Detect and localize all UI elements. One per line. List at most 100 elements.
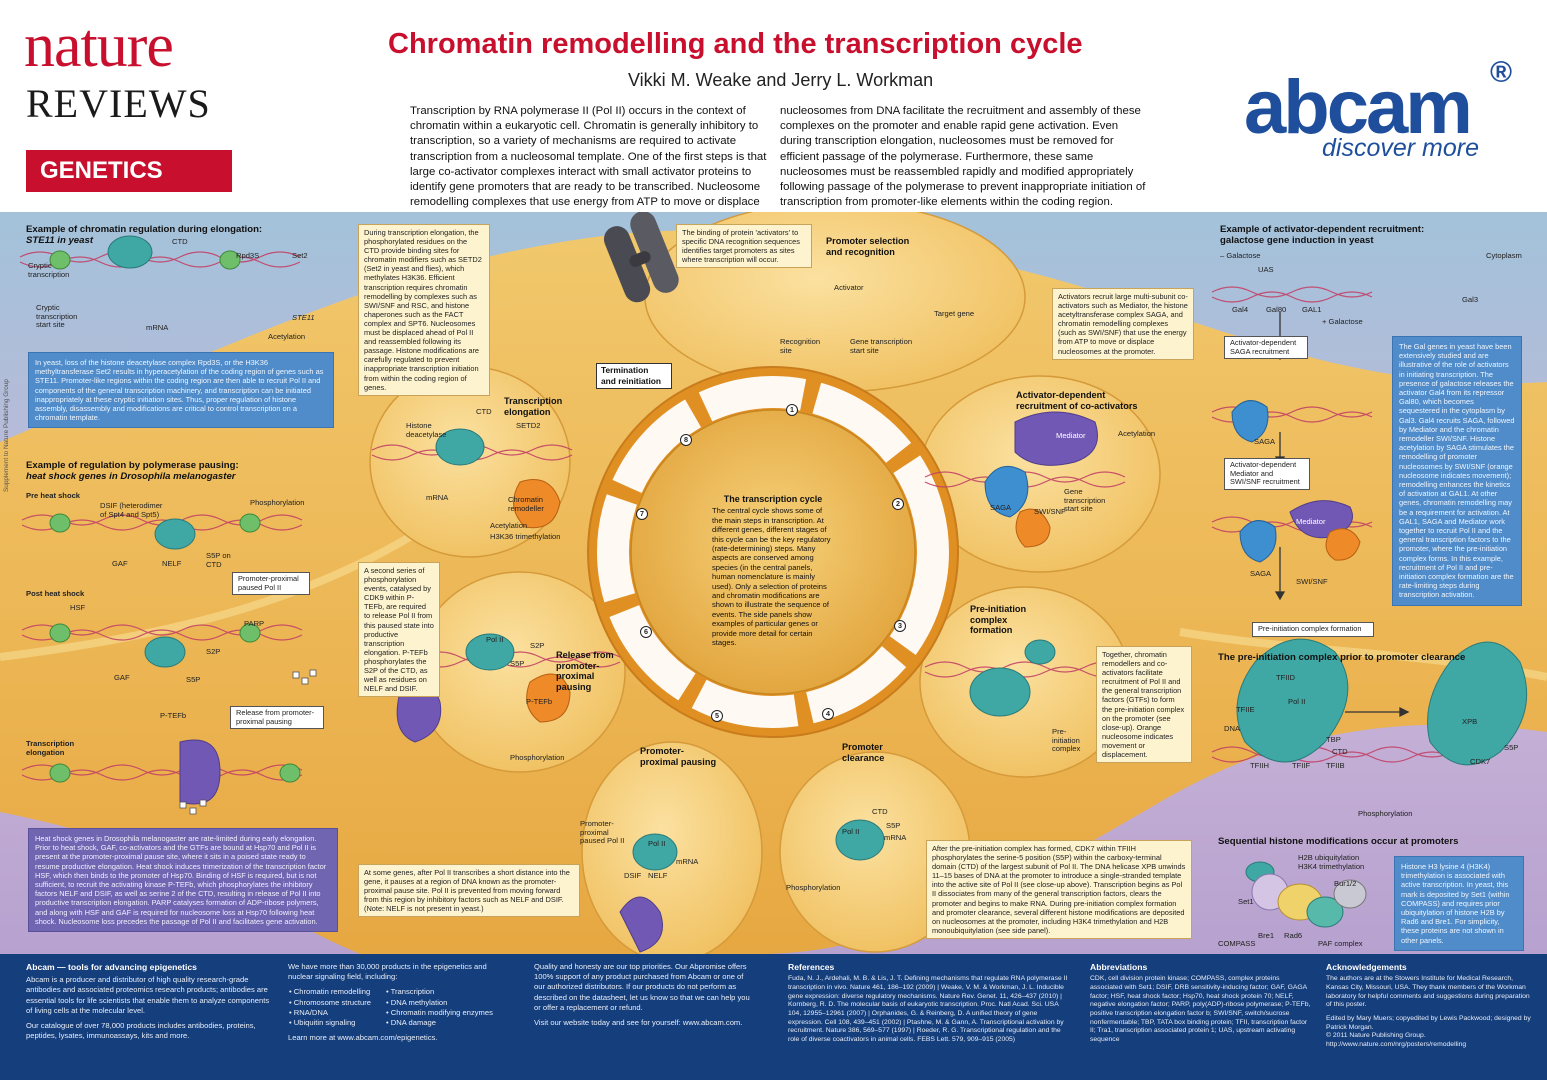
ar-label-mediator: Mediator bbox=[1056, 431, 1086, 440]
ste11-label-cryptic: Cryptic transcription bbox=[28, 261, 70, 279]
pp-label-paused: Promoter- proximal paused Pol II bbox=[580, 819, 625, 845]
genetics-badge: GENETICS bbox=[26, 150, 232, 192]
footer-poster-link[interactable]: http://www.nature.com/nrg/posters/remode… bbox=[1326, 1041, 1467, 1049]
reviews-logo: REVIEWS bbox=[26, 81, 211, 126]
heatshock-pre-label: Pre heat shock bbox=[26, 491, 81, 500]
gal-label-saga2: SAGA bbox=[1250, 569, 1272, 578]
footer-products: We have more than 30,000 products in the… bbox=[288, 962, 512, 1048]
gal-label-mediator: Mediator bbox=[1296, 517, 1326, 526]
activator-recruit-title: Activator-dependent recruitment of co-ac… bbox=[1016, 390, 1138, 411]
ste11-label-ctd: CTD bbox=[172, 237, 188, 246]
cl-label-mrna: mRNA bbox=[884, 833, 907, 842]
heatshock-panel-title: Example of regulation by polymerase paus… bbox=[26, 460, 239, 482]
elongation-title: Transcription elongation bbox=[504, 396, 563, 417]
poster-illustration: Supplement to Nature Publishing Group Ex… bbox=[0, 212, 1547, 954]
pp-label-pol2: Pol II bbox=[648, 839, 666, 848]
rl-label-ptefb: P-TEFb bbox=[526, 697, 553, 706]
el-label-hdac: Histone deacetylase bbox=[406, 421, 447, 439]
ste11-label-cryptic-site: Cryptic transcription start site bbox=[36, 303, 78, 329]
release-title: Release from promoter- proximal pausing bbox=[556, 650, 614, 692]
footer-epigenetics-link[interactable]: Learn more at www.abcam.com/epigenetics. bbox=[288, 1033, 438, 1043]
heatshock-label-hsf: HSF bbox=[70, 603, 86, 612]
ar-label-start: Gene transcription start site bbox=[1064, 487, 1106, 513]
heatshock-label-gaf: GAF bbox=[112, 559, 128, 568]
heatshock-label-s2p: S2P bbox=[206, 647, 221, 656]
step-6: 6 bbox=[640, 626, 652, 638]
poster-header: nature REVIEWS GENETICS Chromatin remode… bbox=[0, 0, 1547, 212]
footer-abpromise: Quality and honesty are our top prioriti… bbox=[534, 962, 756, 1033]
pic-title: Pre-initiation complex formation bbox=[970, 604, 1027, 635]
step-7: 7 bbox=[636, 508, 648, 520]
el-label-remodeller: Chromatin remodeller bbox=[508, 495, 544, 513]
rl-label-s5p: S5P bbox=[510, 659, 525, 668]
heatshock-label-phos: Phosphorylation bbox=[250, 498, 305, 507]
pc-label-pol2: Pol II bbox=[1288, 697, 1306, 706]
abcam-tagline: discover more bbox=[1322, 134, 1479, 162]
heatshock-elong-label: Transcription elongation bbox=[26, 739, 75, 757]
ps-label-start: Gene transcription start site bbox=[850, 337, 913, 355]
abcam-logo: abcam bbox=[1244, 65, 1473, 150]
nature-logo: nature bbox=[24, 12, 174, 80]
supplement-note: Supplement to Nature Publishing Group bbox=[3, 379, 10, 492]
heatshock-paused-box: Promoter-proximal paused Pol II bbox=[232, 572, 310, 596]
ste11-label-gene: STE11 bbox=[292, 313, 315, 322]
poster-authors: Vikki M. Weake and Jerry L. Workman bbox=[628, 70, 934, 90]
heatshock-label-gaf2: GAF bbox=[114, 673, 130, 682]
gal-label-gal4: Gal4 bbox=[1232, 305, 1249, 314]
ps-label-recog: Recognition site bbox=[780, 337, 821, 355]
rl-label-pol2: Pol II bbox=[486, 635, 504, 644]
cycle-center-text: The transcription cycle The central cycl… bbox=[712, 494, 834, 648]
el-label-h3k36: H3K36 trimethylation bbox=[490, 532, 561, 541]
gal-label-minus: – Galactose bbox=[1220, 251, 1261, 260]
gal-description: The Gal genes in yeast have been extensi… bbox=[1392, 336, 1522, 606]
ste11-label-mrna: mRNA bbox=[146, 323, 169, 332]
pc-label-tfiid: TFIID bbox=[1276, 673, 1295, 682]
release-box: A second series of phosphorylation event… bbox=[358, 562, 440, 698]
heatshock-post-label: Post heat shock bbox=[26, 589, 85, 598]
termination-label: Termination and reinitiation bbox=[596, 363, 672, 389]
el-label-acetylation: Acetylation bbox=[490, 521, 528, 530]
elongation-box: During transcription elongation, the pho… bbox=[358, 224, 490, 396]
hm-label-h3k4: H3K4 trimethylation bbox=[1298, 862, 1365, 871]
gal-label-saga: SAGA bbox=[1254, 437, 1276, 446]
pic-closeup-title: The pre-initiation complex prior to prom… bbox=[1218, 652, 1466, 663]
clearance-title: Promoter clearance bbox=[842, 742, 885, 763]
histone-mods-description: Histone H3 lysine 4 (H3K4) trimethylatio… bbox=[1394, 856, 1524, 951]
el-label-setd2: SETD2 bbox=[516, 421, 541, 430]
hm-label-bur: Bur1/2 bbox=[1334, 879, 1357, 888]
heatshock-label-ptefb: P-TEFb bbox=[160, 711, 187, 720]
promoter-selection-title: Promoter selection and recognition bbox=[826, 236, 910, 257]
pc-label-tfiif: TFIIF bbox=[1292, 761, 1311, 770]
el-label-ctd: CTD bbox=[476, 407, 492, 416]
pc-label-phos: Phosphorylation bbox=[1358, 809, 1413, 818]
pp-label-dsif: DSIF bbox=[624, 871, 642, 880]
clearance-box: After the pre-initiation complex has for… bbox=[926, 840, 1192, 939]
gal-label-uas: UAS bbox=[1258, 265, 1274, 274]
pc-label-tfiie: TFIIE bbox=[1236, 705, 1255, 714]
hm-label-rad6: Rad6 bbox=[1284, 931, 1303, 940]
activator-recruit-box: Activators recruit large multi-subunit c… bbox=[1052, 288, 1194, 360]
footer-acknowledgements: Acknowledgements The authors are at the … bbox=[1326, 962, 1531, 1049]
gal-label-gal3: Gal3 bbox=[1462, 295, 1479, 304]
step-2: 2 bbox=[892, 498, 904, 510]
heatshock-label-nelf: NELF bbox=[162, 559, 182, 568]
footer-abbreviations: Abbreviations CDK, cell division protein… bbox=[1090, 962, 1311, 1044]
hm-label-compass: COMPASS bbox=[1218, 939, 1256, 948]
footer-references: References Fuda, N. J., Ardehali, M. B. … bbox=[788, 962, 1068, 1044]
heatshock-description: Heat shock genes in Drosophila melanogas… bbox=[28, 828, 338, 933]
pp-label-phos: Phosphorylation bbox=[786, 883, 841, 892]
step-8: 8 bbox=[680, 434, 692, 446]
background-artwork bbox=[0, 212, 1547, 954]
footer-abcam-info: Abcam — tools for advancing epigenetics … bbox=[26, 962, 270, 1041]
hm-label-h2bub: H2B ubiquitylation bbox=[1298, 853, 1360, 862]
gal-label-plus: + Galactose bbox=[1322, 317, 1363, 326]
pp-label-mrna: mRNA bbox=[676, 857, 699, 866]
registered-mark: ® bbox=[1490, 56, 1513, 89]
heatshock-label-parp: PARP bbox=[244, 619, 265, 628]
step-1: 1 bbox=[786, 404, 798, 416]
footer-website-link[interactable]: Visit our website today and see for your… bbox=[534, 1018, 743, 1028]
intro-left: Transcription by RNA polymerase II (Pol … bbox=[410, 105, 767, 209]
heatshock-label-dsif: DSIF (heterodimer of Spt4 and Spt5) bbox=[100, 501, 163, 519]
pic-box: Together, chromatin remodellers and co-a… bbox=[1096, 646, 1192, 764]
ste11-label-acetylation: Acetylation bbox=[268, 332, 306, 341]
